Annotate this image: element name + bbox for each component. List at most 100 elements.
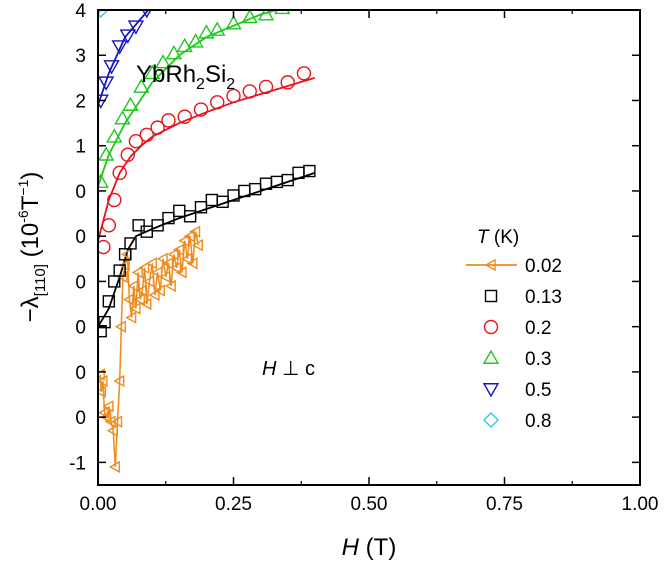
series-0_02-point (191, 239, 203, 252)
series-0_02-point (111, 415, 123, 428)
series-0_02-point (108, 460, 121, 474)
y-axis-sub: [110] (32, 264, 49, 296)
legend-0_2-label: 0.2 (525, 318, 551, 339)
series-0_02-point (125, 311, 137, 324)
series-0_2-point (112, 165, 127, 181)
series-0_2-fit-line (98, 77, 316, 241)
series-0_13-point (140, 225, 153, 238)
series-0_02-point (138, 261, 150, 275)
series-0_02-point (129, 302, 141, 315)
series-0_02-point (98, 385, 106, 398)
y-tick-label: 4 (75, 1, 86, 22)
series-0_3-point (209, 21, 226, 36)
series-0_3-point (165, 45, 183, 60)
legend-0_02-label: 0.02 (525, 256, 562, 277)
series-0_3-point (106, 128, 123, 143)
series-0_02-point (148, 288, 160, 302)
series-0_02-point (167, 248, 179, 261)
series-0_02-point (183, 230, 195, 243)
x-tick-label: 0.50 (351, 494, 388, 515)
series-0_2-point (161, 113, 176, 128)
series-0_02-point (175, 266, 187, 279)
y-axis-unit-close: ) (17, 172, 44, 180)
legend-0_2-marker (483, 319, 499, 335)
series-0_2-point (258, 79, 274, 95)
series-0_02-point (153, 284, 166, 297)
series-0_02-point (127, 279, 139, 293)
series-0_02-point (140, 297, 152, 311)
series-0_3-point (122, 96, 139, 111)
series-0_2-point (139, 127, 154, 143)
series-0_3-fit-line (98, 10, 280, 187)
series-0_13-point (183, 210, 197, 223)
x-tick-label: 0.00 (80, 494, 117, 515)
series-0_3-point (274, 10, 291, 15)
series-0_3-point (176, 37, 193, 53)
x-axis-unit: (T) (359, 534, 396, 561)
legend-0_13-marker (484, 289, 498, 303)
legend-title-symbol: T (477, 227, 490, 248)
series-0_02-point (189, 225, 201, 238)
series-0_3-point (114, 110, 131, 125)
legend-0_02-marker (484, 258, 496, 272)
annotation-h: H (262, 358, 277, 380)
y-axis-unit-mid: T (17, 195, 44, 210)
series-0_02-point (131, 266, 143, 279)
x-axis-symbol: H (342, 534, 360, 561)
series-0_5-point (98, 94, 109, 109)
y-axis-title: −λ[110] (10-6T−1) (15, 172, 49, 323)
series-0_3-point (143, 64, 161, 80)
series-0_8-point (98, 10, 109, 18)
series-0_02-point (104, 415, 116, 428)
series-0_13-point (205, 193, 219, 207)
series-0_5-fit-line (98, 10, 150, 106)
series-0_13-point (98, 315, 111, 329)
series-0_3-point (241, 10, 258, 24)
y-tick-label: 3 (75, 46, 86, 67)
x-tick-label: 0.25 (215, 494, 252, 515)
x-tick-label: 1.00 (622, 494, 659, 515)
series-0_2-point (296, 66, 312, 81)
y-tick-label: 2 (75, 91, 86, 112)
material-label: YbRh2Si2 (136, 61, 235, 93)
series-0_02-point (159, 270, 171, 284)
series-0_3-point (198, 24, 215, 39)
series-0_13-point (113, 264, 126, 277)
series-0_02-point (102, 400, 114, 413)
series-0_5-point (111, 40, 128, 55)
series-0_02-point (136, 284, 148, 297)
series-0_13-point (132, 219, 145, 232)
series-0_02-point (143, 275, 155, 288)
series-0_3-point (154, 54, 172, 69)
series-0_2-point (98, 239, 111, 255)
series-0_13-point (98, 324, 107, 338)
legend-0_5-marker (482, 383, 500, 398)
series-0_2-point (242, 84, 257, 99)
material-mid: Si (205, 61, 226, 88)
y-axis-exp2: −1 (15, 179, 31, 195)
series-0_5-point (103, 60, 120, 75)
legend-0_5-label: 0.5 (525, 380, 551, 401)
series-0_3-point (225, 15, 242, 30)
series-0_13-point (303, 164, 316, 178)
series-0_13-point (151, 219, 164, 232)
series-0_13-point (124, 237, 137, 250)
series-0_02-point (170, 261, 182, 275)
series-0_8-point (99, 0, 113, 8)
legend-title: T (K) (477, 227, 519, 248)
series-0_2-point (150, 120, 165, 135)
series-0_5-point (127, 20, 145, 35)
legend-0_8-label: 0.8 (525, 411, 551, 432)
series-0_5-point (98, 76, 115, 91)
series-0_2-point (226, 88, 241, 104)
series-0_02-point (98, 374, 108, 388)
y-axis-exp: -6 (15, 210, 31, 223)
y-tick-label: -1 (69, 453, 86, 474)
legend-0_3-label: 0.3 (525, 349, 551, 370)
material-sub2: 2 (226, 76, 235, 93)
series-0_02-point (122, 293, 135, 306)
series-0_02-point (186, 257, 198, 270)
series-0_2-point (107, 192, 122, 208)
y-tick-label: 0 (75, 318, 86, 339)
